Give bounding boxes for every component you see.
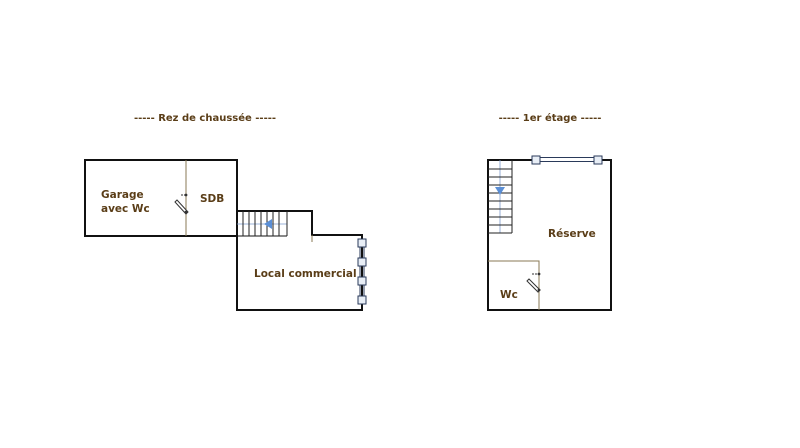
local-commercial-label: Local commercial bbox=[254, 268, 357, 280]
first-floor-plan: ----- 1er étage ----- bbox=[487, 112, 612, 311]
garage-label-line1: Garage bbox=[101, 189, 144, 201]
stair-arrow-icon bbox=[264, 219, 272, 229]
ground-floor-plan: ----- Rez de chaussée ----- Garage avec … bbox=[84, 112, 367, 311]
wc-label: Wc bbox=[500, 289, 518, 301]
reserve-label: Réserve bbox=[548, 228, 596, 240]
window-icon bbox=[357, 238, 367, 305]
sdb-label: SDB bbox=[200, 193, 224, 205]
garage-label-line2: avec Wc bbox=[101, 203, 150, 215]
door-icon bbox=[174, 193, 189, 215]
first-floor-title: ----- 1er étage ----- bbox=[499, 112, 602, 124]
window-icon bbox=[531, 155, 603, 165]
staircase-icon bbox=[237, 211, 288, 237]
staircase-icon bbox=[488, 160, 513, 234]
ground-floor-title: ----- Rez de chaussée ----- bbox=[134, 112, 276, 124]
local-commercial-walls bbox=[236, 210, 363, 311]
wc-partition bbox=[488, 260, 540, 310]
stair-arrow-icon bbox=[495, 187, 505, 195]
garage-sdb-walls bbox=[84, 159, 238, 237]
door-icon bbox=[526, 272, 541, 293]
